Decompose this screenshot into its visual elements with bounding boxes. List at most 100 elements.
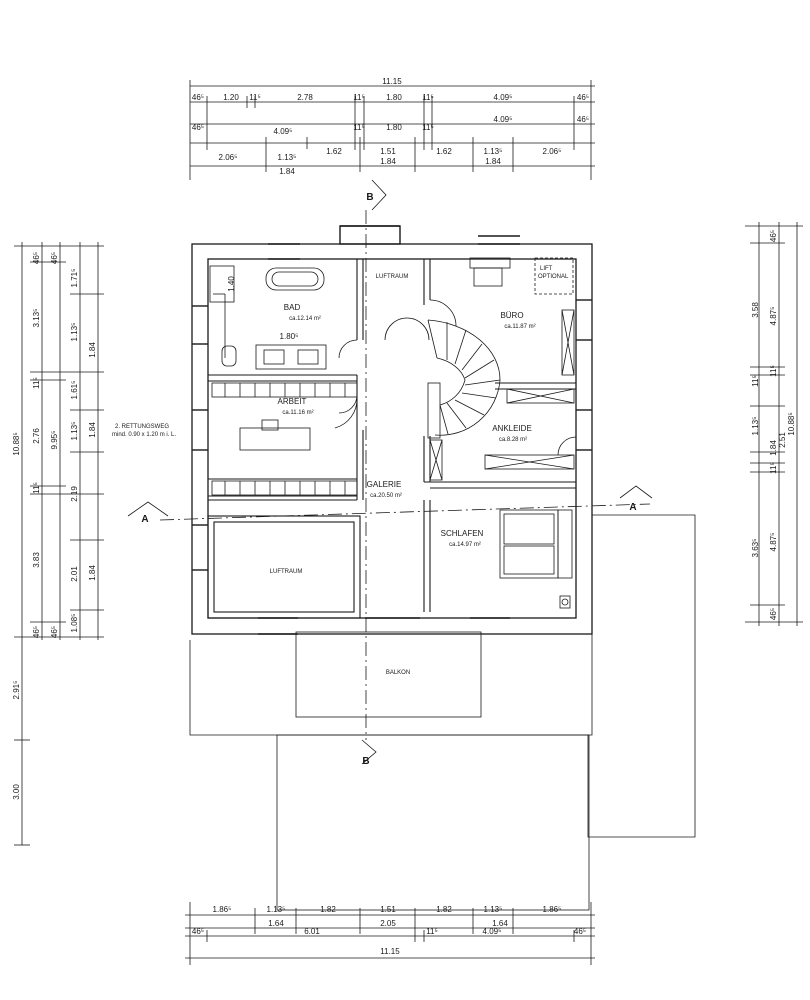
svg-text:4.87⁵: 4.87⁵: [769, 307, 778, 326]
room-luftraum-top: LUFTRAUM: [376, 274, 409, 280]
svg-text:1.84: 1.84: [485, 157, 501, 166]
right-dimension-chain: [745, 222, 803, 626]
svg-text:1.13⁵: 1.13⁵: [751, 417, 760, 436]
svg-text:1.84: 1.84: [279, 167, 295, 176]
svg-text:3.13⁵: 3.13⁵: [32, 309, 41, 328]
top-dimension-labels: 11.15 46⁵ 1.20 11⁵ 2.78 11⁵ 1.80 11⁵ 4.0…: [192, 77, 589, 176]
svg-text:1.08⁵: 1.08⁵: [70, 614, 79, 633]
svg-text:11⁵: 11⁵: [769, 365, 778, 377]
door-swings: [334, 299, 577, 456]
bed: [499, 509, 573, 609]
left-dimension-chain: [14, 242, 104, 846]
svg-text:OPTIONAL: OPTIONAL: [538, 274, 569, 280]
room-arbeit-area: ca.11.16 m²: [282, 410, 313, 416]
svg-text:6.01: 6.01: [304, 927, 320, 936]
section-labels: A A B B: [141, 192, 636, 767]
svg-text:2.06⁵: 2.06⁵: [219, 153, 238, 162]
svg-text:11⁵: 11⁵: [353, 123, 365, 132]
svg-text:LIFT: LIFT: [540, 266, 553, 272]
svg-text:4.87⁵: 4.87⁵: [769, 533, 778, 552]
section-a-right: A: [629, 502, 636, 513]
svg-text:1.51: 1.51: [380, 147, 396, 156]
svg-text:46⁵: 46⁵: [574, 927, 586, 936]
svg-text:2.19: 2.19: [70, 486, 79, 502]
section-line-a: [159, 503, 651, 521]
terrace-outline: [189, 514, 696, 911]
room-labels: BAD ca.12.14 m² BÜRO ca.11.87 m² ARBEIT …: [270, 274, 536, 676]
room-buero-area: ca.11.87 m²: [504, 324, 535, 330]
svg-text:1.61⁵: 1.61⁵: [70, 381, 79, 400]
svg-text:46⁵: 46⁵: [192, 123, 204, 132]
svg-text:9.95⁵: 9.95⁵: [50, 431, 59, 450]
svg-text:2.76: 2.76: [32, 428, 41, 444]
svg-text:11⁵: 11⁵: [32, 377, 41, 389]
room-ankleide-name: ANKLEIDE: [492, 424, 532, 433]
svg-text:11⁵: 11⁵: [422, 93, 434, 102]
svg-text:mind. 0.90 x 1.20 m i. L.: mind. 0.90 x 1.20 m i. L.: [112, 432, 176, 438]
svg-text:1.20: 1.20: [223, 93, 239, 102]
svg-text:1.80⁵: 1.80⁵: [280, 332, 299, 341]
svg-text:1.84: 1.84: [380, 157, 396, 166]
svg-text:46⁵: 46⁵: [32, 626, 41, 638]
room-bad-area: ca.12.14 m²: [289, 316, 321, 322]
svg-text:11⁵: 11⁵: [249, 93, 261, 102]
svg-text:1.62: 1.62: [436, 147, 452, 156]
svg-text:1.84: 1.84: [769, 440, 778, 456]
svg-text:4.09⁵: 4.09⁵: [494, 93, 513, 102]
room-galerie-area: ca.20.50 m²: [370, 493, 402, 499]
svg-text:1.86⁵: 1.86⁵: [213, 905, 232, 914]
svg-text:46⁵: 46⁵: [192, 93, 204, 102]
svg-text:46⁵: 46⁵: [32, 252, 41, 264]
svg-text:1.86⁵: 1.86⁵: [543, 905, 562, 914]
svg-text:3.58: 3.58: [751, 302, 760, 318]
right-dimension-labels: 10.88⁵ 46⁵ 4.87⁵ 11⁵ 4.87⁵ 46⁵ 3.58 3.58…: [751, 230, 796, 620]
svg-text:1.13⁵: 1.13⁵: [267, 905, 286, 914]
svg-text:1.71⁵: 1.71⁵: [70, 269, 79, 288]
room-schlafen-area: ca.14.97 m²: [449, 542, 481, 548]
svg-text:11⁵: 11⁵: [751, 375, 760, 387]
section-a-left: A: [141, 514, 148, 525]
bottom-dimension-chain: [185, 902, 595, 965]
outer-walls: [191, 243, 593, 635]
svg-text:2.51: 2.51: [778, 432, 787, 448]
bottom-dimension-labels: 1.86⁵ 1.13⁵ 1.82 1.51 1.82 1.13⁵ 1.86⁵ 1…: [192, 905, 586, 956]
room-buero-name: BÜRO: [500, 311, 523, 320]
svg-text:3.63⁵: 3.63⁵: [751, 539, 760, 558]
svg-text:1.13⁵: 1.13⁵: [278, 153, 297, 162]
section-b-bottom: B: [362, 756, 369, 767]
top-dimension-chain: [189, 80, 595, 180]
svg-text:4.09⁵: 4.09⁵: [274, 127, 293, 136]
room-luftraum-left: LUFTRAUM: [270, 569, 303, 575]
svg-text:1.40: 1.40: [227, 276, 236, 292]
wardrobe-closets: [211, 309, 575, 496]
svg-text:1.82: 1.82: [436, 905, 452, 914]
window-marks: [192, 225, 592, 635]
svg-text:1.80: 1.80: [386, 123, 402, 132]
room-bad-name: BAD: [284, 303, 301, 312]
svg-text:11⁵: 11⁵: [422, 123, 434, 132]
room-schlafen-name: SCHLAFEN: [441, 529, 484, 538]
svg-text:1.80: 1.80: [386, 93, 402, 102]
svg-text:1.84: 1.84: [88, 422, 97, 438]
svg-text:4.09⁵: 4.09⁵: [483, 927, 502, 936]
plan-annotations: LIFT OPTIONAL 2. RETTUNGSWEG mind. 0.90 …: [112, 266, 569, 438]
svg-text:46⁵: 46⁵: [50, 252, 59, 264]
svg-text:10.88⁵: 10.88⁵: [787, 412, 796, 435]
staircase: [427, 319, 501, 439]
svg-text:11.15: 11.15: [382, 77, 402, 86]
office-furniture: [239, 257, 574, 451]
svg-text:2.05: 2.05: [380, 919, 396, 928]
left-dimension-labels: 10.88⁵ 46⁵ 3.13⁵ 11⁵ 2.76 11⁵ 3.83 46⁵ 4…: [12, 252, 97, 800]
svg-text:3.83: 3.83: [32, 552, 41, 568]
svg-text:1.13⁵: 1.13⁵: [70, 323, 79, 342]
svg-text:1.64: 1.64: [492, 919, 508, 928]
svg-text:2.06⁵: 2.06⁵: [543, 147, 562, 156]
room-galerie-name: GALERIE: [367, 480, 402, 489]
svg-text:3.00: 3.00: [12, 784, 21, 800]
svg-text:4.09⁵: 4.09⁵: [494, 115, 513, 124]
svg-text:1.62: 1.62: [326, 147, 342, 156]
svg-text:1.84: 1.84: [88, 342, 97, 358]
section-b-top: B: [366, 192, 373, 203]
svg-text:11⁵: 11⁵: [426, 927, 438, 936]
svg-text:10.88⁵: 10.88⁵: [12, 432, 21, 455]
